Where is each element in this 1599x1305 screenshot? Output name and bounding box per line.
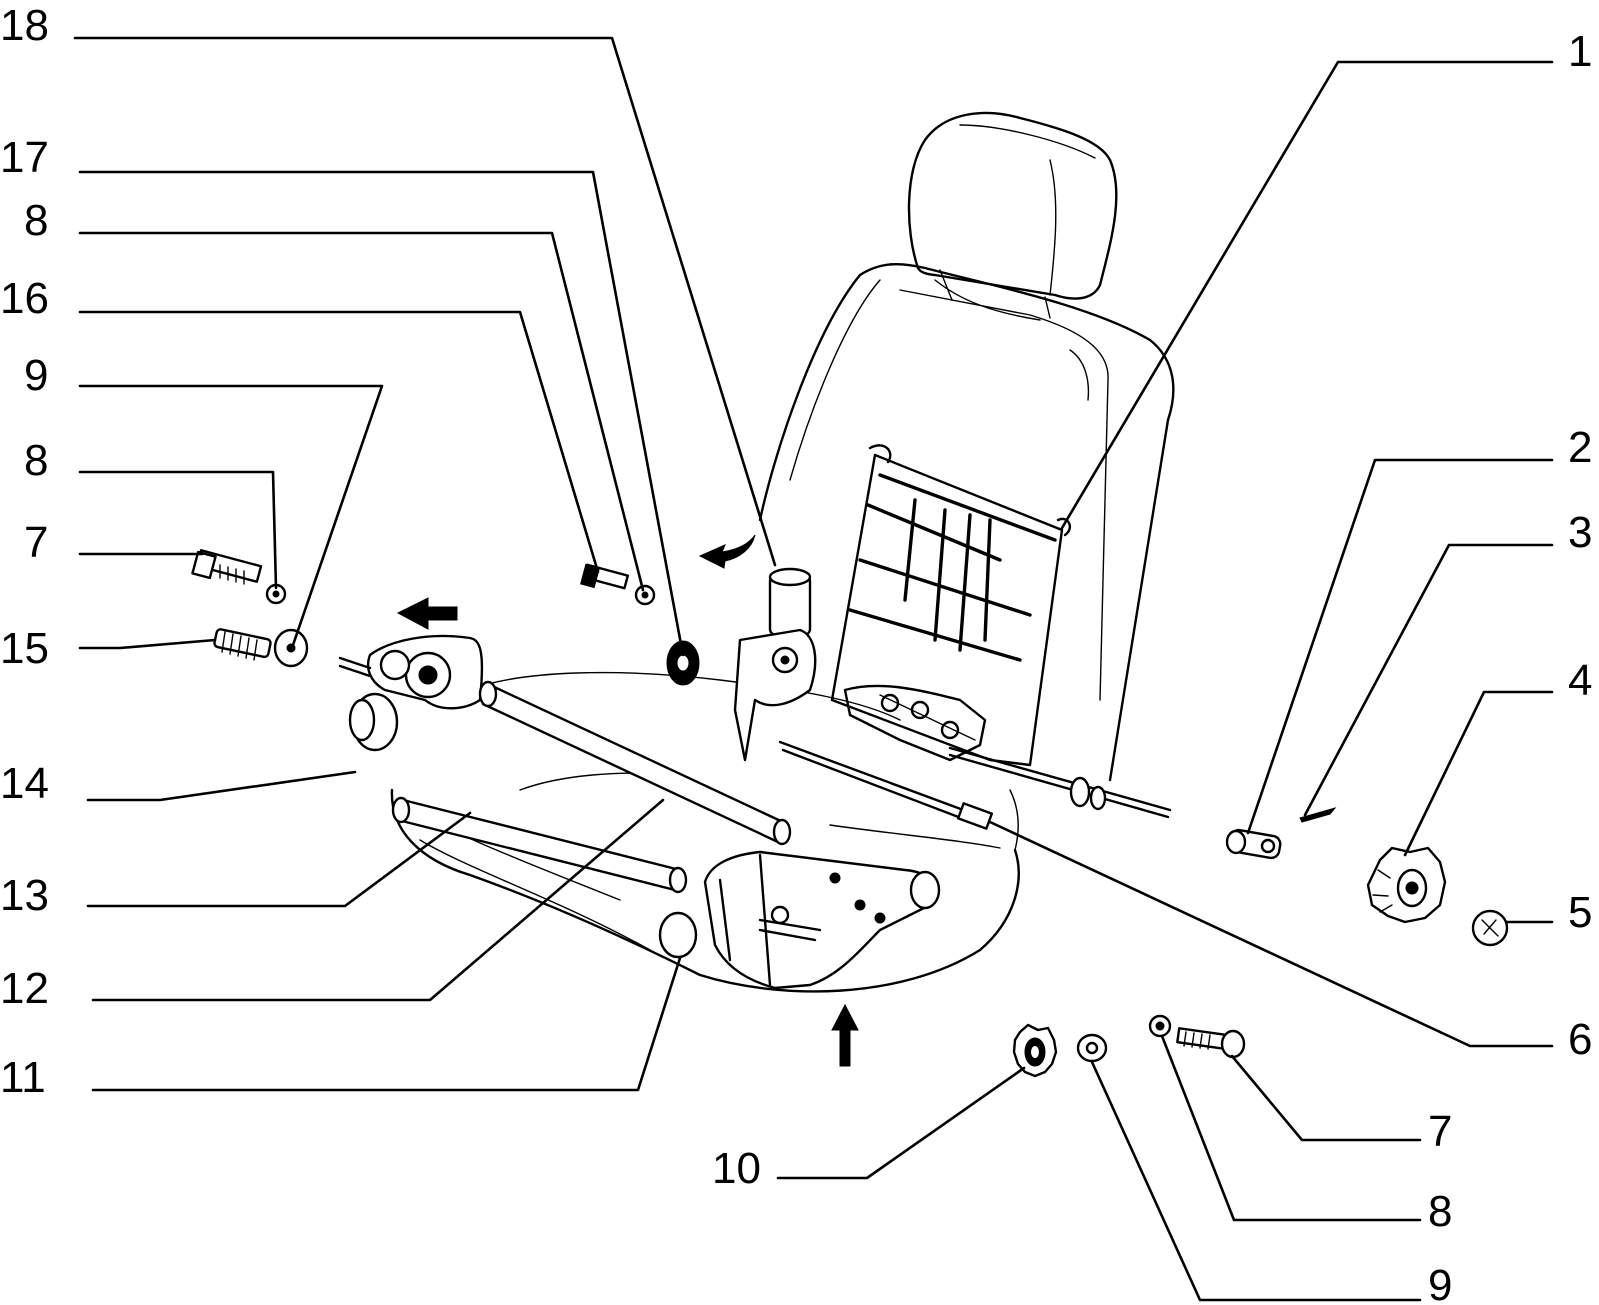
gear	[1012, 1023, 1058, 1078]
leader-12	[91, 798, 665, 1002]
motor	[698, 534, 817, 762]
nut	[265, 583, 287, 605]
leader-8a	[78, 231, 645, 592]
washer	[666, 640, 700, 686]
callout-7: 7	[24, 518, 48, 567]
callout-2: 2	[1568, 423, 1592, 472]
leader-9a	[78, 384, 384, 647]
leader-1	[1060, 60, 1554, 530]
nut	[634, 584, 656, 606]
callout-11: 11	[0, 1053, 46, 1102]
leader-8c	[1160, 1034, 1422, 1222]
nut	[1148, 1014, 1172, 1038]
adjuster-mechanism-left	[338, 597, 484, 752]
knob	[1366, 846, 1447, 924]
leader-17	[78, 170, 685, 657]
recliner-frame	[830, 444, 1072, 767]
callout-8: 8	[1428, 1187, 1452, 1236]
knob	[1471, 909, 1509, 947]
bolt	[191, 549, 263, 585]
leader-4	[1403, 690, 1554, 857]
cable	[778, 740, 1172, 830]
callout-4: 4	[1568, 656, 1592, 705]
callout-8: 8	[24, 436, 48, 485]
callout-5: 5	[1568, 888, 1592, 937]
callout-10: 10	[712, 1144, 761, 1193]
leader-6	[988, 820, 1554, 1048]
callout-8: 8	[24, 196, 48, 245]
leader-10	[776, 1066, 1026, 1180]
washer	[273, 628, 309, 668]
leader-11	[91, 956, 682, 1092]
leader-9b	[1090, 1060, 1422, 1302]
leader-18	[73, 36, 777, 567]
seat-backrest	[758, 262, 1175, 782]
callout-9: 9	[24, 351, 48, 400]
headrest	[907, 111, 1118, 300]
leader-14	[86, 770, 357, 802]
adjuster-mechanism-right	[658, 850, 941, 1067]
arrow-up	[831, 1003, 859, 1067]
callout-1: 1	[1568, 27, 1592, 76]
callout-17: 17	[0, 133, 49, 182]
callout-18: 18	[0, 1, 49, 50]
callout-13: 13	[0, 871, 49, 920]
leader-15	[78, 638, 217, 650]
callout-14: 14	[0, 759, 49, 808]
callout-12: 12	[0, 964, 49, 1013]
leader-8b	[78, 470, 278, 590]
leader-lines	[73, 36, 1554, 1302]
rotate-arrow	[698, 534, 756, 569]
leader-2	[1246, 458, 1554, 835]
bolt	[580, 563, 630, 590]
leader-13	[86, 811, 472, 908]
bolt	[1225, 828, 1282, 860]
washer	[1076, 1033, 1108, 1063]
seat-cushion	[390, 788, 1020, 993]
bolt	[1176, 1027, 1246, 1059]
callout-16: 16	[0, 274, 49, 323]
tube	[391, 680, 792, 894]
bolt	[213, 628, 272, 661]
arrow-left	[396, 597, 458, 630]
callout-6: 6	[1568, 1015, 1592, 1064]
leader-3	[1303, 543, 1554, 817]
callout-3: 3	[1568, 508, 1592, 557]
callout-7: 7	[1428, 1107, 1452, 1156]
leader-7b	[1230, 1054, 1422, 1142]
leader-16	[78, 310, 600, 574]
washer	[1299, 807, 1337, 823]
callout-15: 15	[0, 624, 49, 673]
callout-9: 9	[1428, 1261, 1452, 1305]
